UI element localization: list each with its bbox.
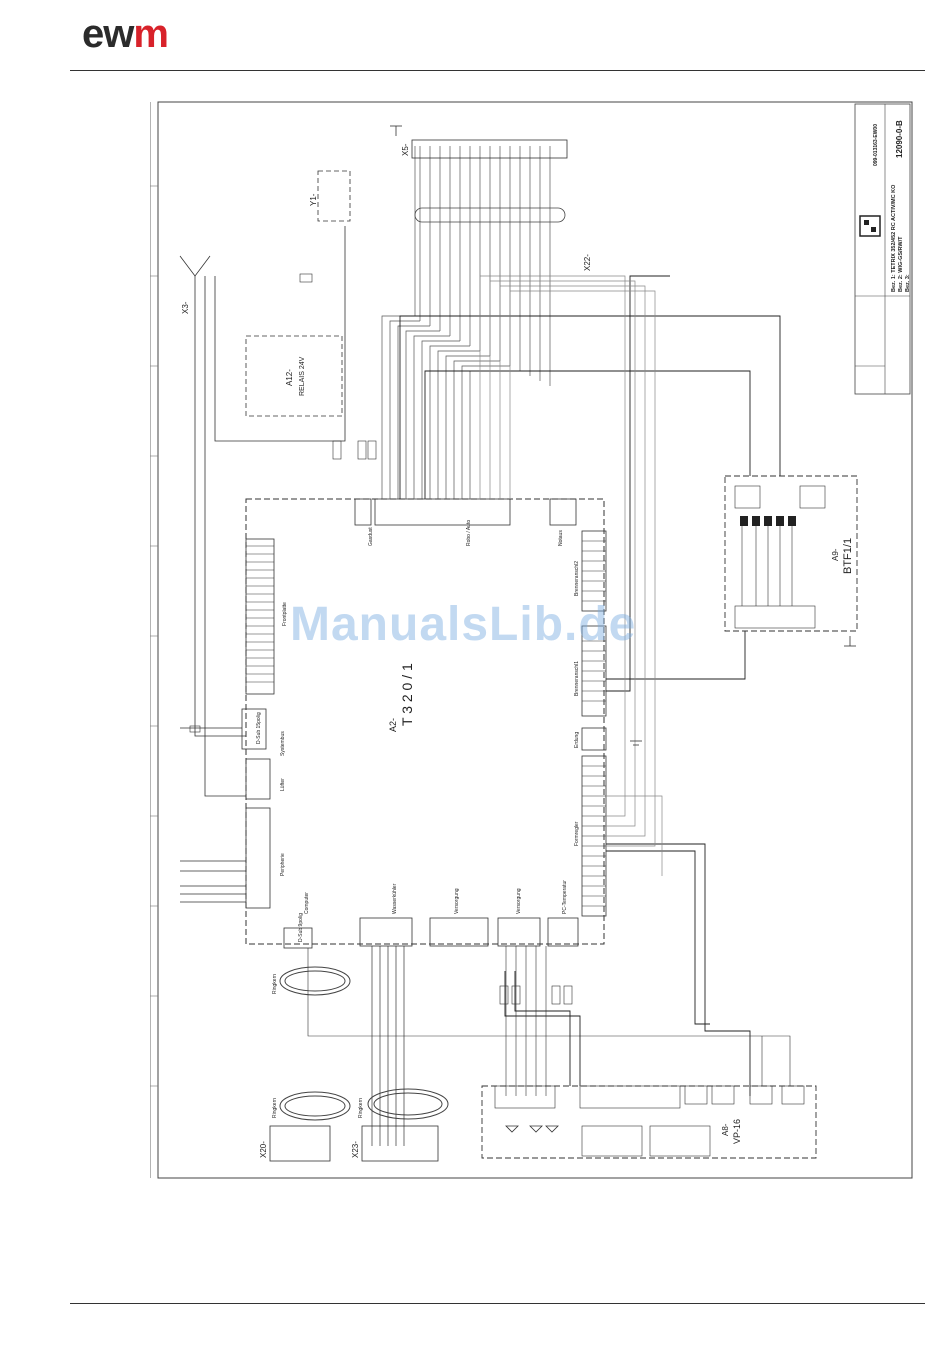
x9-label: Wasserkühler xyxy=(392,883,398,914)
title-block xyxy=(854,103,911,395)
header-rule xyxy=(70,70,925,71)
board-a8-name: VP-16 xyxy=(732,1119,742,1144)
board-a8-outline xyxy=(481,1085,817,1159)
ringkern-label-2: Ringkern xyxy=(272,1098,278,1118)
x4-label: Versorgung xyxy=(454,888,460,914)
title-doc-number: 099-013163-EW00 xyxy=(873,124,879,166)
board-a8-ref: A8- xyxy=(721,1123,730,1136)
x5-board-label: Robo / Auto xyxy=(466,520,472,546)
main-board-name: T 3 2 0 / 1 xyxy=(399,663,415,726)
x25-label: Gasdust xyxy=(368,527,374,546)
main-board-ref: A2- xyxy=(388,718,398,732)
board-a9-name: BTF1/1 xyxy=(842,538,854,574)
x12-label: Formregler xyxy=(574,821,580,846)
board-a9-ref: A9- xyxy=(831,548,840,561)
valve-ref: Y1- xyxy=(309,193,318,206)
x22-ref: X22- xyxy=(583,254,592,271)
x1-label: Notaus xyxy=(558,530,564,546)
title-bez2: Bez. 2: WIG-GS/RW/T xyxy=(898,236,904,292)
x7-label: Computer xyxy=(304,892,310,914)
wiring-diagram-svg: T 3 2 0 / 1 A2- VP-16 A8- BTF1/1 A9- REL… xyxy=(150,101,913,1179)
x23-ref: X23- xyxy=(351,1141,360,1158)
title-bez3: Bez. 3: xyxy=(905,274,911,292)
x14-label: Peripherie xyxy=(280,853,286,876)
title-bez1: Bez. 1: TETRIX 352/452 RC ACTIV/MC KO xyxy=(891,184,897,292)
xpe-label: Erdung xyxy=(574,732,580,748)
x13-label: Brenneranschl1 xyxy=(574,661,580,696)
x16-label: PC-Temperatur xyxy=(562,880,568,914)
footer-rule xyxy=(70,1303,925,1304)
dsub-15-label: D-Sub 15polig xyxy=(256,712,262,744)
qr-code-icon xyxy=(859,215,881,237)
ewm-logo: ewm xyxy=(82,12,169,56)
ringkern-label-1: Ringkern xyxy=(272,974,278,994)
relay-name: RELAIS 24V xyxy=(299,356,306,396)
x2-label: Lüfter xyxy=(280,778,286,791)
x5-ref: X5- xyxy=(401,143,410,156)
dsub-9-label: D-Sub 9polig xyxy=(298,913,304,942)
x3-ref: X3- xyxy=(181,301,190,314)
board-a2-outline xyxy=(245,498,605,945)
ringkern-label-3: Ringkern xyxy=(358,1098,364,1118)
x8-label: Systembus xyxy=(280,731,286,756)
x15-label: Versorgung xyxy=(516,888,522,914)
title-drawing-number: 12090-0-B xyxy=(895,120,904,158)
x20-ref: X20- xyxy=(259,1141,268,1158)
wiring-diagram-sheet: T 3 2 0 / 1 A2- VP-16 A8- BTF1/1 A9- REL… xyxy=(150,96,920,1186)
x11-label: Frontplatte xyxy=(282,602,288,626)
board-a9-outline xyxy=(724,475,858,632)
x22-board-label: Brenneranschl2 xyxy=(574,561,580,596)
relay-ref: A12- xyxy=(285,369,294,386)
